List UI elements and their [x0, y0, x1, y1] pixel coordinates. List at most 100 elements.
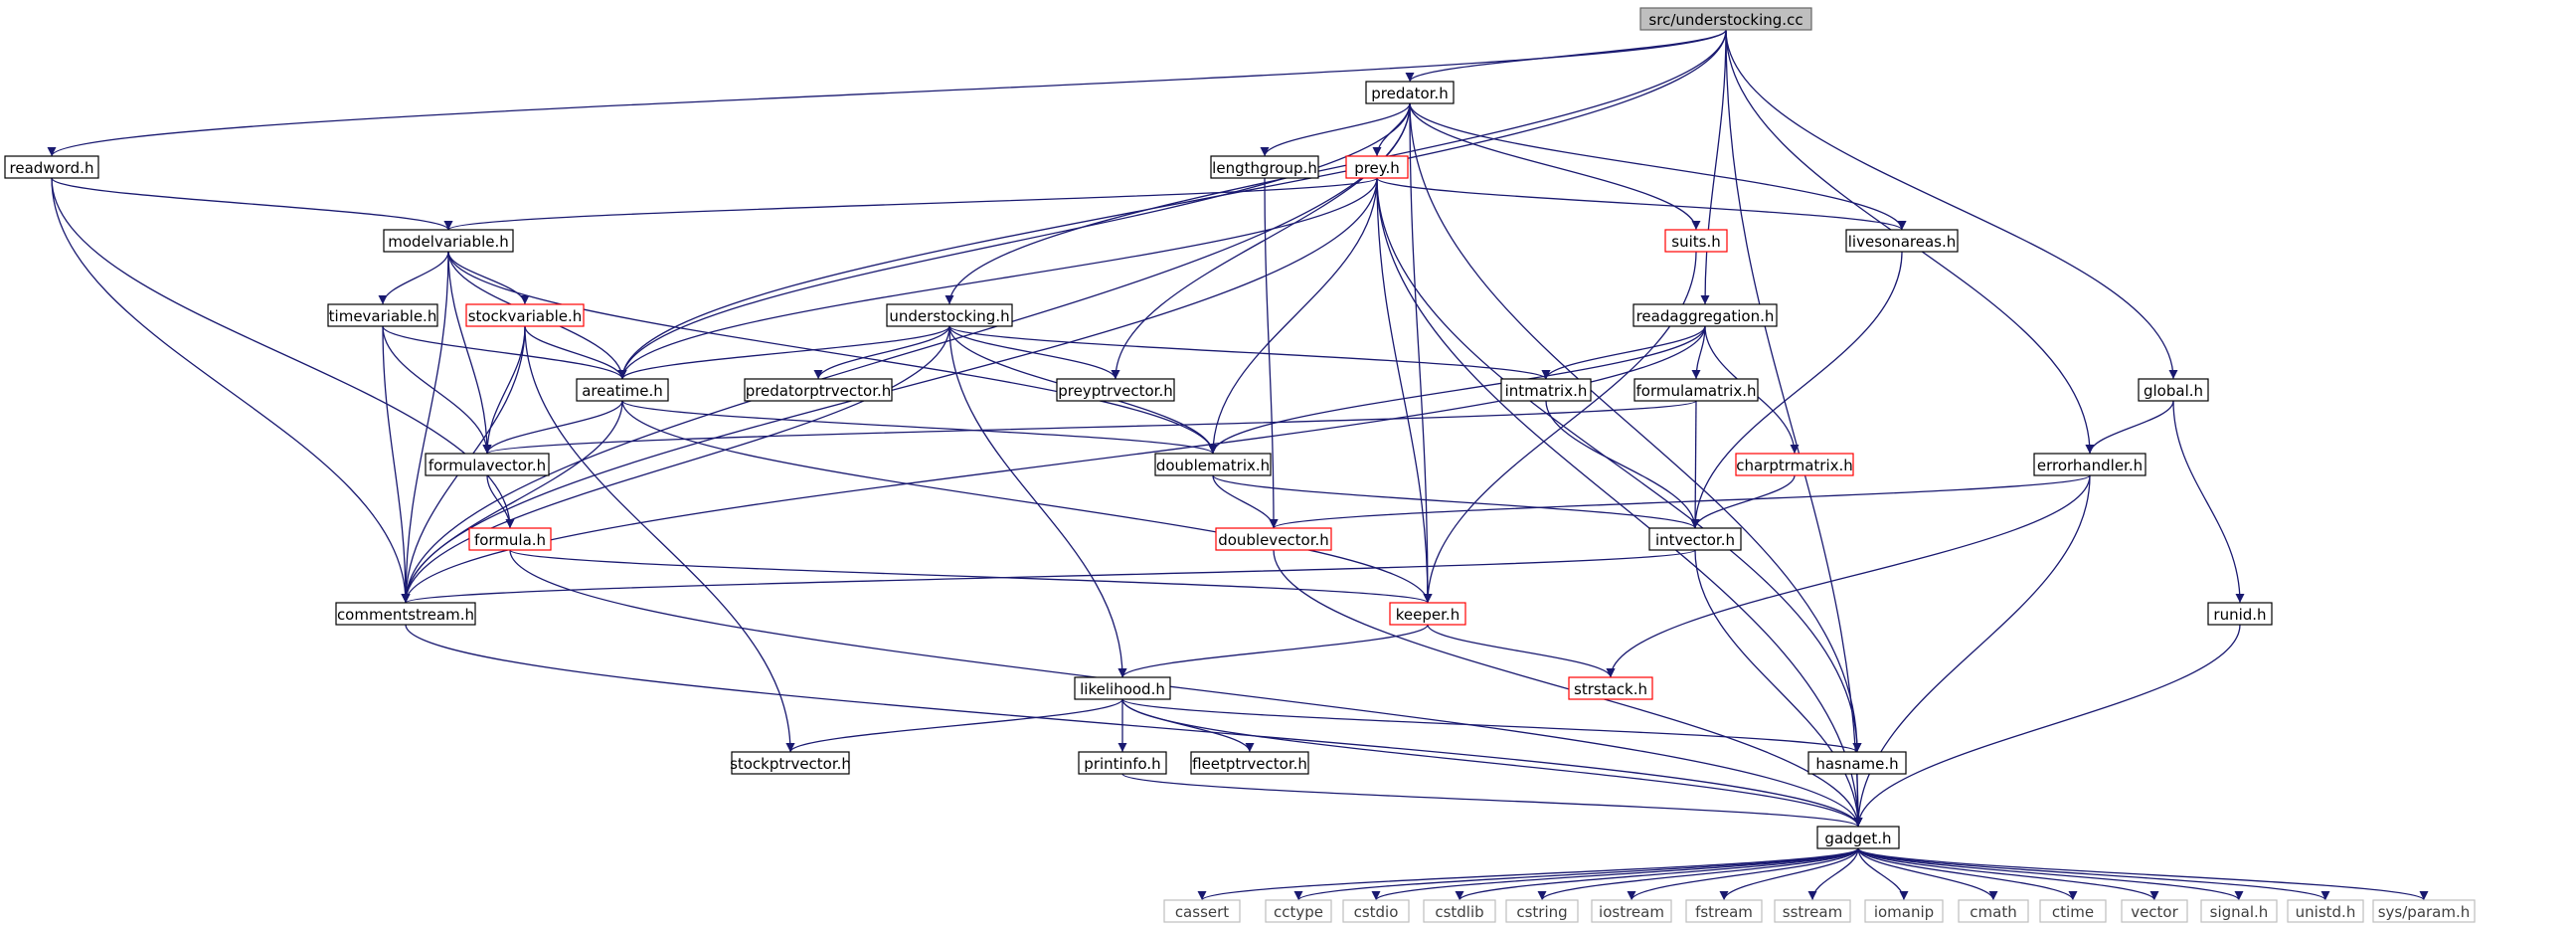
node-label-runid: runid.h: [2213, 606, 2266, 624]
node-fleetptrvector[interactable]: fleetptrvector.h: [1190, 751, 1309, 775]
node-formulamatrix[interactable]: formulamatrix.h: [1633, 378, 1759, 402]
node-label-sysparam: sys/param.h: [2378, 903, 2471, 921]
edge-errorhandler-to-doublevector: [1269, 474, 2091, 529]
node-formula[interactable]: formula.h: [468, 527, 552, 551]
node-suits[interactable]: suits.h: [1664, 229, 1728, 253]
edge-modelvariable-to-commentstream: [401, 251, 449, 604]
edge-livesonareas-to-intvector: [1690, 251, 1903, 529]
node-label-charptrmatrix: charptrmatrix.h: [1736, 457, 1853, 474]
node-box-cmath: [1958, 899, 2029, 923]
edge-modelvariable-to-timevariable: [378, 251, 449, 305]
node-box-stockvariable: [465, 303, 585, 327]
node-preyptrvector[interactable]: preyptrvector.h: [1056, 378, 1175, 402]
node-label-cctype: cctype: [1274, 903, 1323, 921]
node-cstring: cstring: [1505, 899, 1579, 923]
node-global[interactable]: global.h: [2138, 378, 2209, 402]
edge-predator-to-lengthgroup: [1260, 102, 1411, 157]
edge-readaggregation-to-doublematrix: [1208, 325, 1706, 455]
edge-formulavector-to-formula: [486, 474, 515, 529]
node-label-unistd: unistd.h: [2296, 903, 2356, 921]
node-cmath: cmath: [1958, 899, 2029, 923]
node-doublematrix[interactable]: doublematrix.h: [1154, 453, 1272, 476]
edge-prey-to-keeper: [1376, 177, 1433, 604]
node-label-readaggregation: readaggregation.h: [1636, 307, 1775, 325]
node-label-formulamatrix: formulamatrix.h: [1635, 382, 1756, 400]
edge-keeper-to-likelihood: [1117, 624, 1429, 678]
node-label-cstdio: cstdio: [1354, 903, 1399, 921]
node-commentstream[interactable]: commentstream.h: [335, 602, 476, 626]
node-areatime[interactable]: areatime.h: [576, 378, 669, 402]
node-box-predator: [1365, 81, 1455, 104]
node-timevariable[interactable]: timevariable.h: [327, 303, 438, 327]
edge-gadget-to-cmath: [1857, 847, 1998, 901]
node-box-predatorptrvector: [744, 378, 893, 402]
edge-readaggregation-to-commentstream: [401, 325, 1706, 604]
edge-readword-to-commentstream: [51, 177, 411, 604]
node-modelvariable[interactable]: modelvariable.h: [383, 229, 514, 253]
node-intmatrix[interactable]: intmatrix.h: [1500, 378, 1592, 402]
node-box-errorhandler: [2033, 453, 2147, 476]
edge-timevariable-to-commentstream: [382, 325, 411, 604]
node-readaggregation[interactable]: readaggregation.h: [1632, 303, 1778, 327]
node-cstdlib: cstdlib: [1423, 899, 1496, 923]
node-formulavector[interactable]: formulavector.h: [425, 453, 550, 476]
edge-stockvariable-to-stockptrvector: [524, 325, 795, 753]
node-printinfo[interactable]: printinfo.h: [1078, 751, 1167, 775]
node-charptrmatrix[interactable]: charptrmatrix.h: [1735, 453, 1854, 476]
edge-understocking-to-intmatrix: [948, 325, 1551, 380]
node-cstdio: cstdio: [1342, 899, 1410, 923]
nodes-layer: src/understocking.cc predator.h readword.h…: [4, 7, 2476, 923]
edge-predator-to-hasname: [1409, 102, 1862, 753]
edge-gadget-to-sstream: [1807, 847, 1859, 901]
node-box-runid: [2207, 602, 2273, 626]
node-label-cstdlib: cstdlib: [1435, 903, 1483, 921]
node-iomanip: iomanip: [1864, 899, 1944, 923]
node-label-modelvariable: modelvariable.h: [388, 233, 509, 251]
edge-timevariable-to-areatime: [382, 325, 627, 380]
node-label-iomanip: iomanip: [1874, 903, 1934, 921]
node-gadget[interactable]: gadget.h: [1816, 826, 1900, 849]
node-livesonareas[interactable]: livesonareas.h: [1845, 229, 1959, 253]
edge-likelihood-to-stockptrvector: [785, 698, 1123, 753]
node-intvector[interactable]: intvector.h: [1648, 527, 1742, 551]
edge-formulamatrix-to-formulavector: [483, 400, 1697, 455]
node-lengthgroup[interactable]: lengthgroup.h: [1210, 155, 1319, 179]
node-label-suits: suits.h: [1671, 233, 1720, 251]
node-keeper[interactable]: keeper.h: [1389, 602, 1466, 626]
node-doublevector[interactable]: doublevector.h: [1215, 527, 1332, 551]
edge-stockvariable-to-formulavector: [482, 325, 526, 455]
node-label-stockvariable: stockvariable.h: [468, 307, 583, 325]
node-hasname[interactable]: hasname.h: [1807, 751, 1907, 775]
node-understocking[interactable]: understocking.h: [886, 303, 1013, 327]
node-stockptrvector[interactable]: stockptrvector.h: [730, 751, 851, 775]
edge-doublematrix-to-intvector: [1212, 474, 1700, 529]
node-box-commentstream: [335, 602, 476, 626]
node-likelihood[interactable]: likelihood.h: [1074, 676, 1171, 700]
edge-gadget-to-cassert: [1197, 847, 1859, 901]
node-predator[interactable]: predator.h: [1365, 81, 1455, 104]
edge-gadget-to-iostream: [1627, 847, 1859, 901]
edge-likelihood-to-hasname: [1121, 698, 1862, 753]
node-box-iostream: [1591, 899, 1672, 923]
edge-intmatrix-to-intvector: [1545, 400, 1700, 529]
node-stockvariable[interactable]: stockvariable.h: [465, 303, 585, 327]
node-errorhandler[interactable]: errorhandler.h: [2033, 453, 2147, 476]
node-readword[interactable]: readword.h: [4, 155, 99, 179]
node-root[interactable]: src/understocking.cc: [1639, 7, 1812, 31]
node-label-ctime: ctime: [2052, 903, 2094, 921]
edge-doublematrix-to-doublevector: [1212, 474, 1279, 529]
node-sstream: sstream: [1774, 899, 1851, 923]
node-predatorptrvector[interactable]: predatorptrvector.h: [744, 378, 893, 402]
node-box-fleetptrvector: [1190, 751, 1309, 775]
edge-understocking-to-predatorptrvector: [813, 325, 950, 380]
edge-predator-to-commentstream: [401, 102, 1411, 604]
node-prey[interactable]: prey.h: [1345, 155, 1409, 179]
edge-gadget-to-vector: [1857, 847, 2159, 901]
node-strstack[interactable]: strstack.h: [1568, 676, 1653, 700]
node-label-formulavector: formulavector.h: [429, 457, 546, 474]
edge-intvector-to-gadget: [1694, 549, 1863, 828]
node-label-global: global.h: [2144, 382, 2203, 400]
node-runid[interactable]: runid.h: [2207, 602, 2273, 626]
edge-prey-to-livesonareas: [1376, 177, 1907, 231]
